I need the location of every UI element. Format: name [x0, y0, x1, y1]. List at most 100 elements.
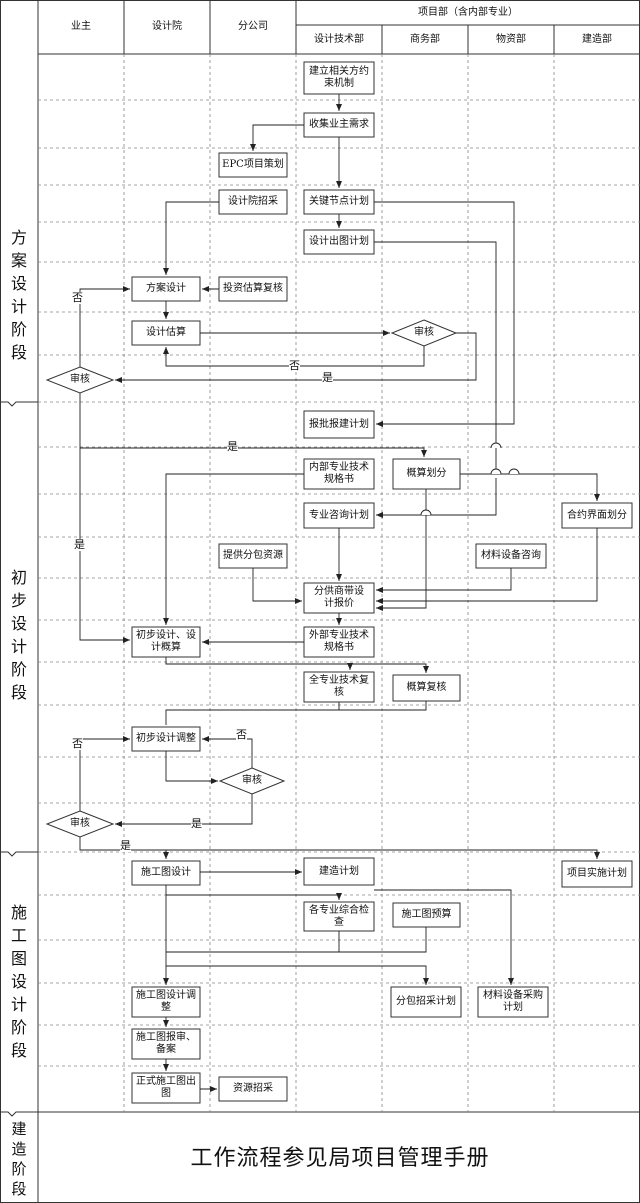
label-recruit: 设计院招采	[228, 196, 278, 207]
box-mat-purchase	[477, 986, 549, 1018]
label-budget-split: 概算划分	[406, 468, 447, 479]
label-owner1: 审核	[70, 374, 90, 385]
arrow-owner1-no	[79, 286, 130, 367]
box-contract	[561, 502, 633, 529]
label-consult: 专业咨询计划	[309, 509, 369, 521]
header-branch-company: 分公司	[238, 21, 268, 32]
label-drawplan: 设计出图计划	[309, 236, 369, 247]
box-impl	[561, 860, 633, 888]
label-quote: 分供商带设 计报价	[314, 586, 364, 609]
arrow-review2-no	[202, 736, 253, 768]
arrow-subcontract-quote	[252, 568, 302, 604]
label-mat-purchase: 材料设备采购 计划	[483, 990, 543, 1013]
header-design-tech-dept: 设计技术部	[314, 33, 364, 45]
arrow-build-material	[374, 889, 514, 985]
header-materials-dept: 物资部	[496, 33, 526, 45]
label-estimate: 设计估算	[146, 327, 186, 338]
label-impl: 项目实施计划	[567, 868, 627, 879]
arrow-cd-check	[166, 893, 342, 900]
arrow-prelim-budgetreview	[350, 663, 429, 673]
box-quote	[303, 582, 375, 614]
box-cd-report	[131, 1028, 201, 1060]
header-construction-dept: 建造部	[582, 33, 612, 45]
decision-diamonds	[45, 319, 458, 838]
arrow-owner1-yes-prelim	[79, 448, 130, 643]
box-material	[475, 543, 547, 569]
tag-yes-owner1: 是	[227, 440, 238, 453]
line-drawplan-down	[374, 241, 497, 470]
label-prelim-adj: 初步设计调整	[136, 733, 196, 744]
label-spec-in: 内部专业技术 规格书	[309, 462, 369, 485]
box-cd-budget	[392, 902, 461, 928]
tag-no-review2: 否	[236, 728, 247, 741]
label-review2: 审核	[242, 775, 262, 786]
arrow-budget-quote	[376, 489, 427, 611]
box-prelim	[131, 626, 201, 658]
arrow-review1-yes	[115, 332, 477, 383]
label-collect: 收集业主需求	[309, 119, 369, 130]
arrow-prelim-fullreview	[165, 657, 353, 670]
arrow-owner1-yes	[79, 393, 427, 457]
box-invest	[218, 276, 288, 302]
line-fullreview-adj	[165, 702, 340, 725]
arrow-adj-review2	[165, 751, 218, 784]
label-epc: EPC项目策划	[222, 159, 284, 170]
label-review1: 审核	[414, 327, 434, 338]
box-build	[303, 857, 375, 886]
arrow-owner2-impl	[166, 849, 600, 859]
line-hops	[420, 442, 520, 516]
header-business-dept: 商务部	[410, 33, 440, 45]
label-spec-out: 外部专业技术 规格书	[309, 630, 369, 653]
label-report: 报批报建计划	[309, 418, 369, 430]
tag-yes-owner1-down: 是	[74, 538, 85, 551]
label-constraints: 建立相关方约 束机制	[309, 66, 369, 89]
box-formal	[131, 1072, 201, 1104]
arrow-contract-quote	[376, 528, 598, 604]
arrow-keynode-report	[374, 201, 515, 427]
arrow-spec-in-prelim	[163, 473, 304, 625]
label-subcontract: 提供分包资源	[223, 550, 283, 561]
label-prelim: 初步设计、设 计概算	[136, 630, 196, 653]
arrow-material-quote	[376, 568, 512, 593]
process-boxes	[131, 61, 633, 1104]
box-spec-out	[303, 626, 375, 658]
arrow-drawplan-consult	[376, 478, 497, 518]
label-cd-adj: 施工图设计调 整	[136, 990, 196, 1013]
label-check: 各专业综合检 查	[309, 904, 369, 928]
arrow-collect-epc	[250, 124, 304, 151]
box-budget-split	[392, 458, 461, 490]
tag-yes-owner2: 是	[120, 839, 131, 852]
label-sub-purchase: 分包招采计划	[396, 996, 456, 1007]
label-fullreview: 全专业技术复 核	[309, 675, 369, 698]
stage-scheme-design: 方 案 设 计 阶 段	[10, 228, 27, 362]
box-prelim-adj	[131, 726, 201, 752]
label-cd-report: 施工图报审、 备案	[136, 1032, 196, 1055]
box-fullreview	[303, 671, 375, 703]
arrow-recruit-scheme	[163, 201, 219, 275]
label-formal: 正式施工图出 图	[136, 1076, 196, 1099]
stage-separators	[0, 401, 38, 1117]
label-cd-budget: 施工图预算	[401, 909, 452, 920]
hop-4	[490, 468, 502, 475]
label-build: 建造计划	[319, 865, 359, 877]
line-cdbudget-adj	[339, 927, 427, 953]
box-subcontract	[218, 543, 288, 569]
box-epc	[218, 152, 288, 178]
label-resource: 资源招采	[233, 1083, 273, 1094]
label-cd: 施工图设计	[141, 867, 191, 878]
label-owner2: 审核	[70, 818, 90, 829]
tag-yes-review1: 是	[322, 371, 333, 384]
label-keynode: 关键节点计划	[309, 196, 369, 207]
box-consult	[303, 502, 375, 529]
hop-1	[490, 442, 502, 449]
arrow-review2-yes	[115, 794, 253, 827]
line-check-adj	[166, 931, 340, 953]
label-scheme: 方案设计	[146, 283, 186, 294]
footer-note: 工作流程参见局项目管理手册	[190, 1146, 490, 1171]
tag-no-owner2: 否	[72, 737, 83, 750]
header-grid	[37, 0, 640, 1203]
box-budget-review	[392, 674, 461, 702]
tag-no-owner1: 否	[72, 291, 83, 304]
header-design-institute: 设计院	[152, 21, 182, 32]
